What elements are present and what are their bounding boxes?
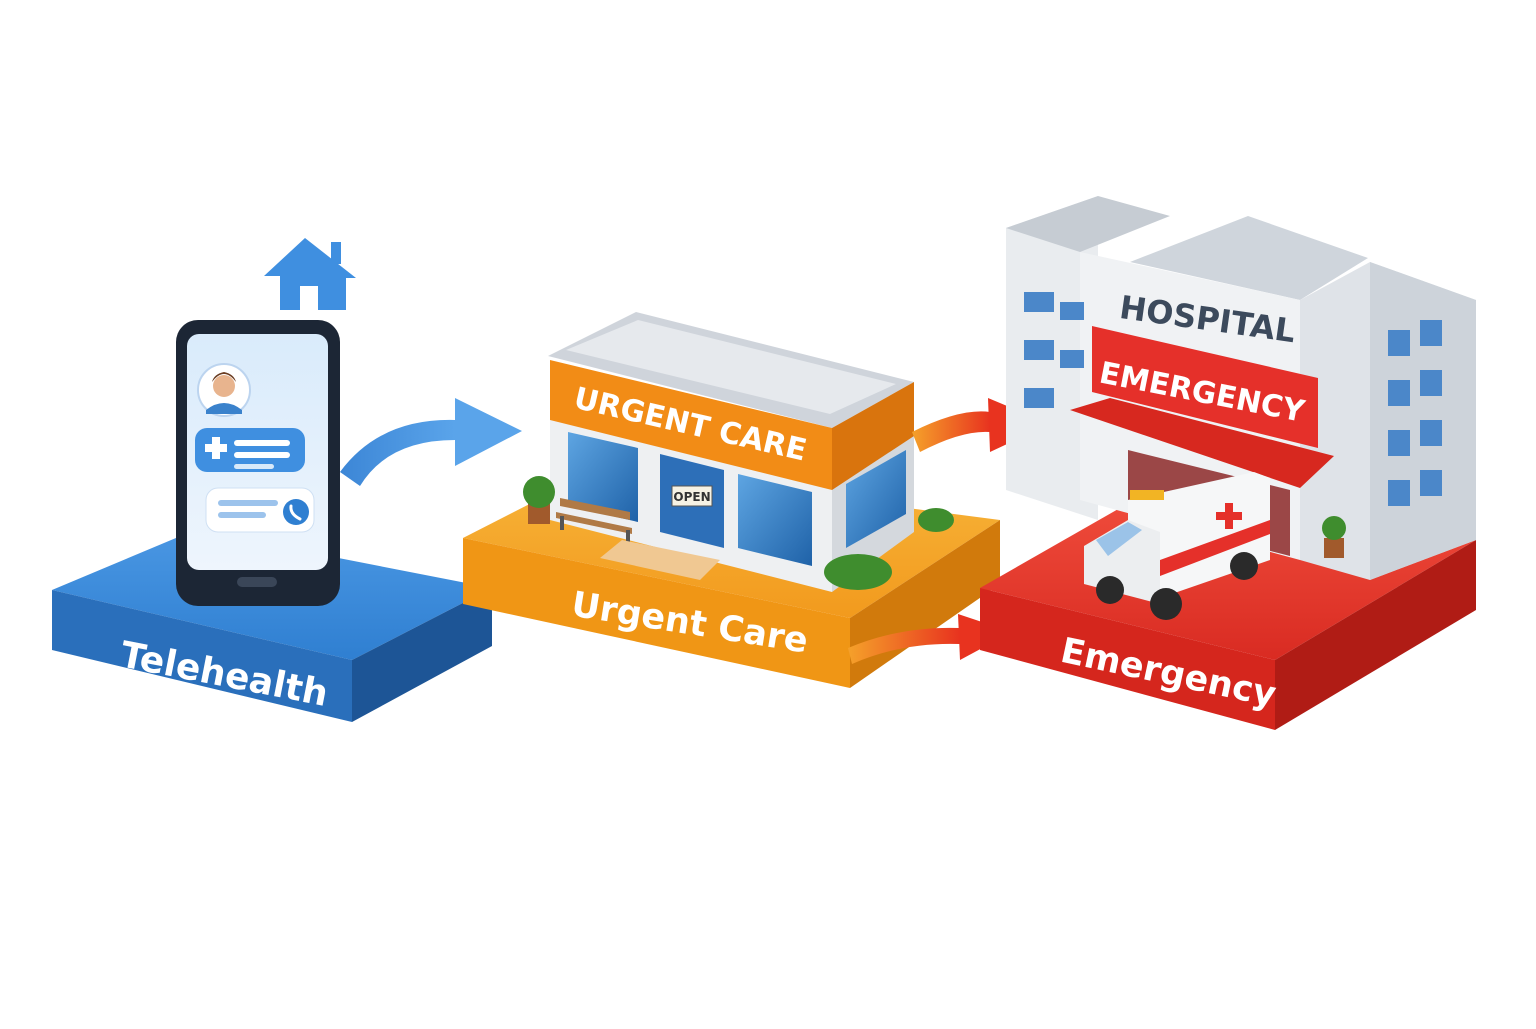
hospital-plant: [1322, 516, 1346, 558]
hospital-building: HOSPITAL EMERGENCY: [1006, 196, 1476, 580]
door-sign-text: OPEN: [673, 490, 710, 504]
shrub-small: [918, 508, 954, 532]
flow-arrow-to-urgent-care: [340, 398, 522, 486]
door-open-sign: [671, 485, 713, 507]
chat-bubble-doctor: [195, 428, 305, 472]
ambulance-icon: [1084, 472, 1270, 620]
bench: [556, 498, 632, 544]
ambulance-cross: [1216, 503, 1242, 529]
urgent-care-building: URGENT CARE OPEN: [523, 312, 954, 592]
medical-cross-icon: [205, 437, 227, 459]
phone-call-icon: [283, 499, 309, 525]
smartphone: [176, 320, 340, 606]
house-icon: [264, 238, 356, 310]
shrub: [824, 554, 892, 590]
potted-plant: [523, 476, 555, 524]
